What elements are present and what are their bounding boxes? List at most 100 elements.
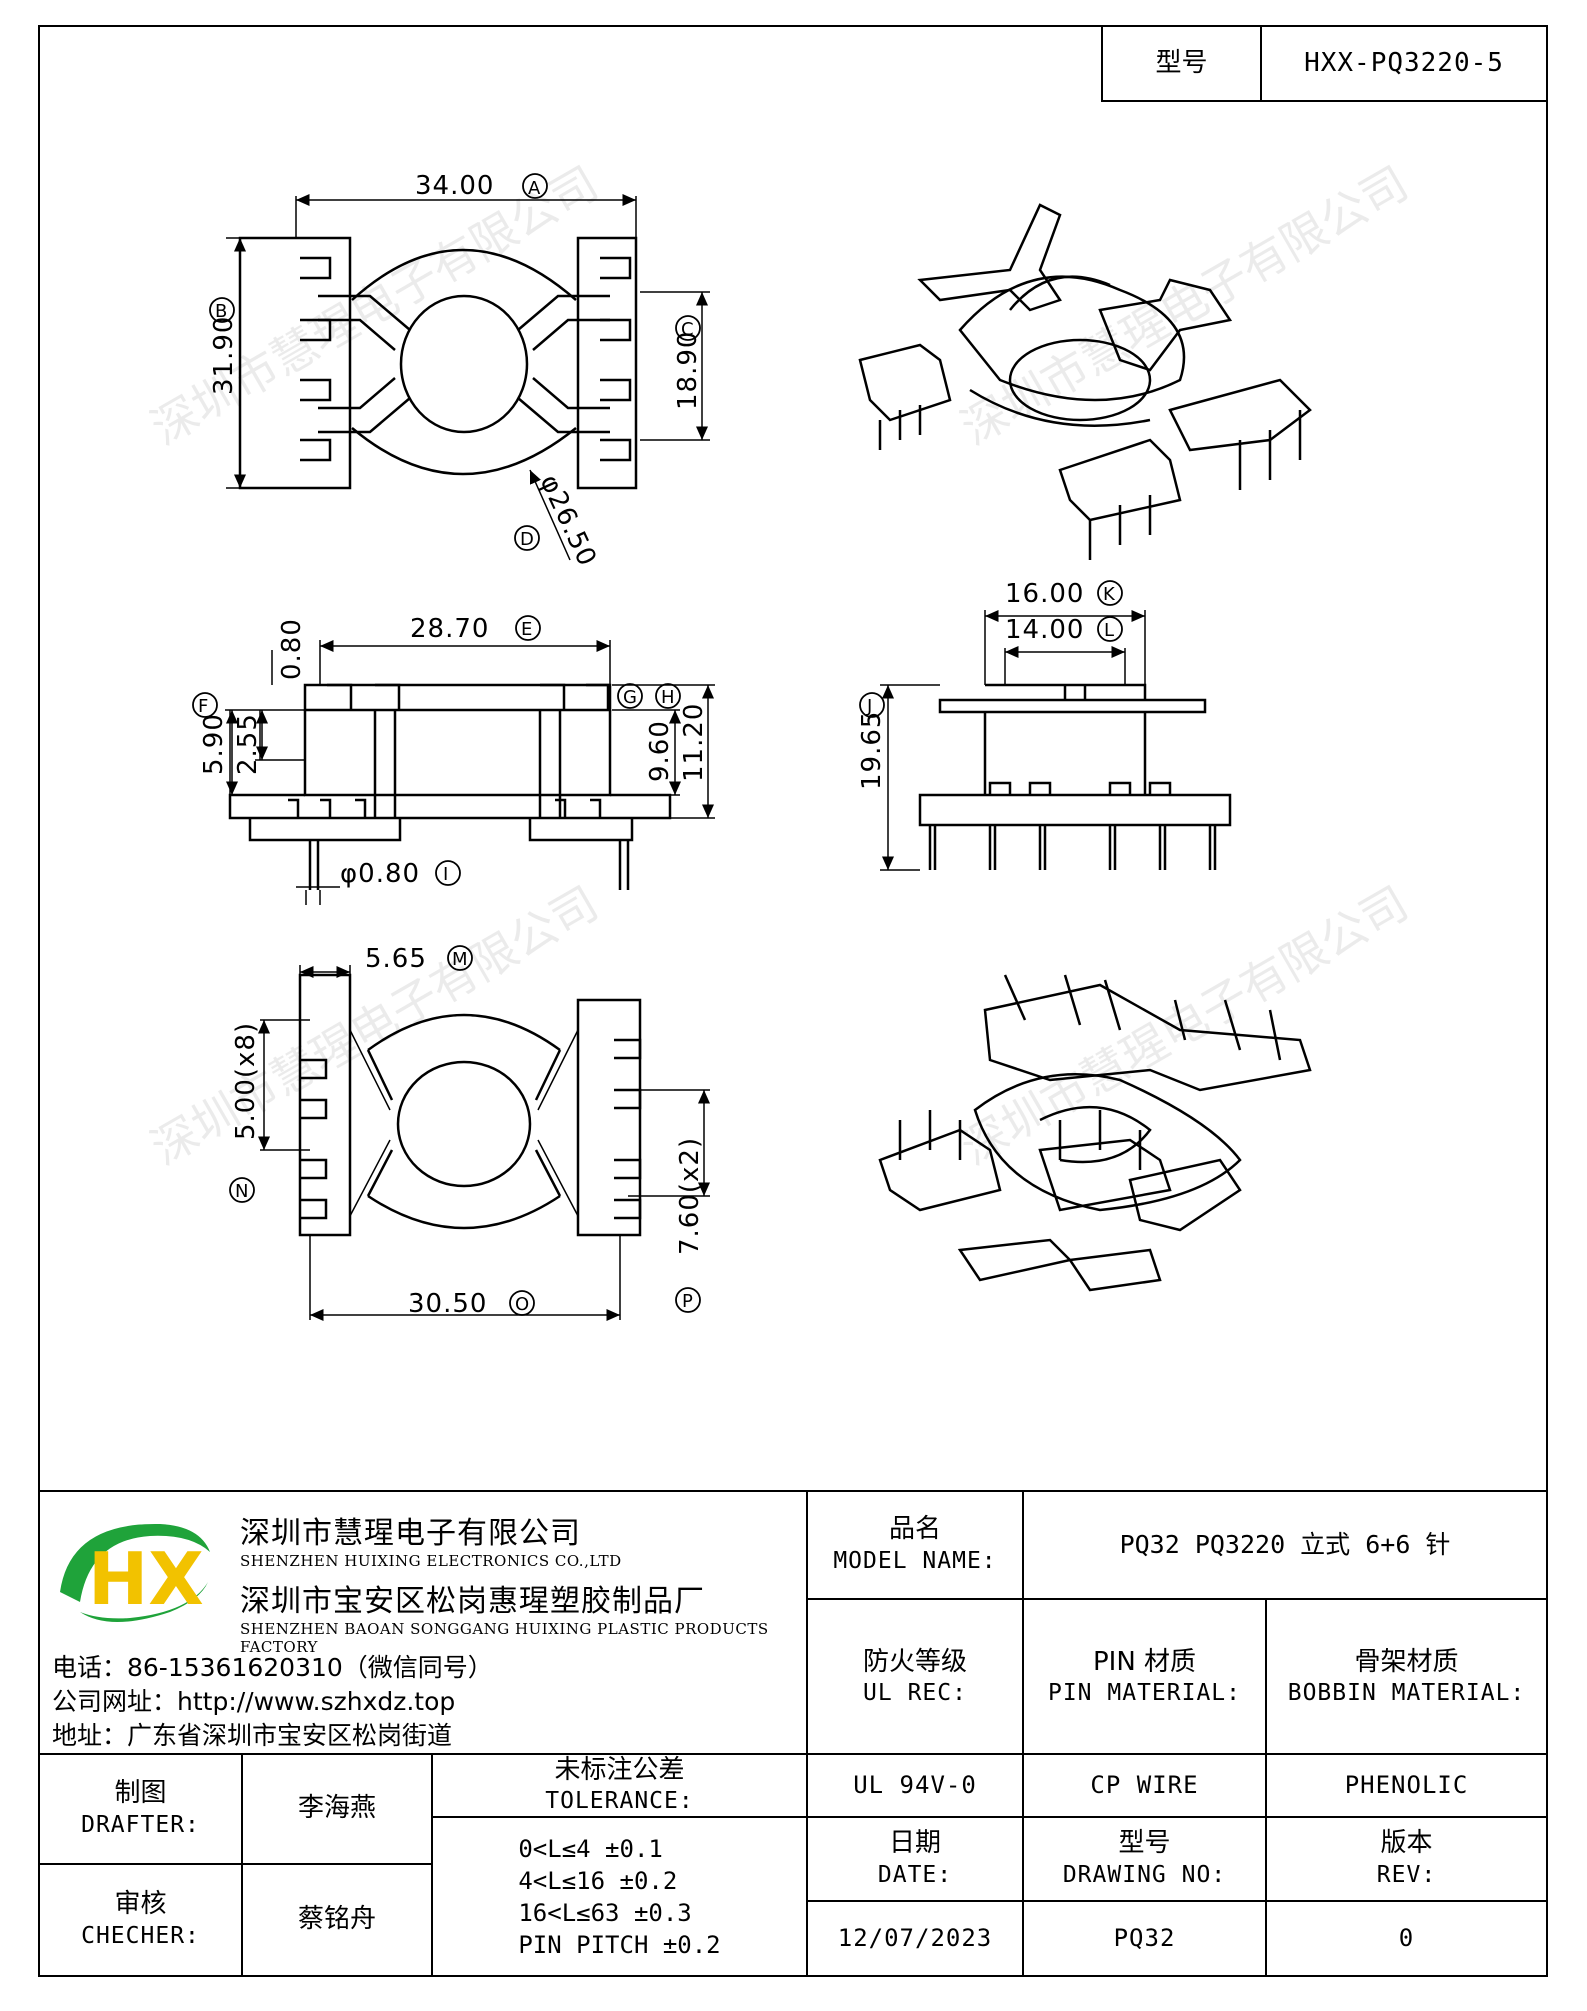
date-value: 12/07/2023 bbox=[837, 1923, 993, 1952]
company-phone: 电话：86-15361620310（微信同号） bbox=[52, 1653, 493, 1682]
rev-value: 0 bbox=[1398, 1923, 1415, 1952]
marker-f: F bbox=[198, 696, 208, 717]
checker-value-cell: 蔡铭舟 bbox=[241, 1863, 433, 1977]
date-en: DATE: bbox=[877, 1861, 953, 1888]
model-label-cell: 型号 bbox=[1101, 25, 1262, 102]
dim-o-value: 30.50 bbox=[408, 1289, 487, 1319]
company-website: 公司网址：http://www.szhxdz.top bbox=[52, 1687, 456, 1716]
rev-value-cell: 0 bbox=[1265, 1900, 1548, 1977]
dim-l-value: 14.00 bbox=[1005, 615, 1084, 645]
company-name-cn: 深圳市慧瑆电子有限公司 bbox=[240, 1516, 581, 1551]
dim-d-value: φ26.50 bbox=[534, 470, 602, 571]
drafter-label-cell: 制图 DRAFTER: bbox=[38, 1753, 243, 1865]
tolerance-line: 4<L≤16 ±0.2 bbox=[518, 1866, 678, 1895]
ul-value: UL 94V-0 bbox=[853, 1770, 977, 1799]
bobbin-en: BOBBIN MATERIAL: bbox=[1287, 1680, 1526, 1707]
dim-p-value: 7.60(x2) bbox=[675, 1137, 705, 1255]
marker-b: B bbox=[215, 301, 227, 322]
marker-e: E bbox=[521, 619, 532, 640]
technical-drawing: 34.00 A 31.90 B 18.90 C φ26.50 D 28.70 E… bbox=[192, 171, 1312, 1321]
marker-g: G bbox=[623, 687, 637, 708]
marker-d: D bbox=[520, 529, 534, 550]
company-logo: HX bbox=[60, 1523, 210, 1622]
drawing-no-label-cell: 型号 DRAWING NO: bbox=[1022, 1816, 1267, 1902]
tolerance-label-cell: 未标注公差 TOLERANCE: bbox=[431, 1753, 808, 1818]
pin-en: PIN MATERIAL: bbox=[1047, 1680, 1241, 1707]
pin-value-cell: CP WIRE bbox=[1022, 1753, 1267, 1818]
checker-label-cell: 审核 CHECHER: bbox=[38, 1863, 243, 1977]
marker-m: M bbox=[452, 949, 468, 970]
dim-i-value: φ0.80 bbox=[340, 859, 420, 889]
marker-l: L bbox=[1104, 620, 1114, 641]
drawing-no-value-cell: PQ32 bbox=[1022, 1900, 1267, 1977]
dim-n-value: 5.00(x8) bbox=[231, 1022, 261, 1140]
model-name-value-cell: PQ32 PQ3220 立式 6+6 针 bbox=[1022, 1490, 1548, 1600]
bobbin-value: PHENOLIC bbox=[1344, 1770, 1469, 1799]
dim-a-value: 34.00 bbox=[415, 171, 494, 201]
dim-f-value: 5.90 bbox=[199, 713, 229, 775]
marker-c: C bbox=[681, 319, 694, 340]
factory-name-cn: 深圳市宝安区松岗惠瑆塑胶制品厂 bbox=[240, 1584, 705, 1619]
marker-h: H bbox=[661, 687, 675, 708]
front-view bbox=[225, 640, 715, 905]
date-label-cell: 日期 DATE: bbox=[806, 1816, 1024, 1902]
top-view bbox=[226, 194, 710, 561]
tolerance-values-cell: 0<L≤4 ±0.1 4<L≤16 ±0.2 16<L≤63 ±0.3 PIN … bbox=[431, 1816, 808, 1977]
marker-k: K bbox=[1103, 584, 1116, 605]
tolerance-line: 0<L≤4 ±0.1 bbox=[518, 1834, 663, 1863]
ul-value-cell: UL 94V-0 bbox=[806, 1753, 1024, 1818]
drawing-no-value: PQ32 bbox=[1113, 1923, 1176, 1952]
bobbin-value-cell: PHENOLIC bbox=[1265, 1753, 1548, 1818]
model-name-cn: 品名 bbox=[888, 1514, 941, 1545]
model-label: 型号 bbox=[1155, 47, 1208, 78]
date-value-cell: 12/07/2023 bbox=[806, 1900, 1024, 1977]
tolerance-line: PIN PITCH ±0.2 bbox=[518, 1930, 721, 1959]
dim-h2-value: 9.60 bbox=[645, 720, 675, 782]
rev-en: REV: bbox=[1376, 1861, 1437, 1888]
marker-j: J bbox=[866, 696, 872, 717]
dim-b-value: 31.90 bbox=[209, 316, 239, 395]
model-name-en: MODEL NAME: bbox=[833, 1547, 997, 1574]
bottom-view bbox=[258, 965, 710, 1321]
tolerance-line: 16<L≤63 ±0.3 bbox=[518, 1898, 692, 1927]
logo-text: HX bbox=[88, 1537, 204, 1621]
ul-en: UL REC: bbox=[863, 1680, 967, 1707]
drafter-value: 李海燕 bbox=[297, 1793, 376, 1824]
drawing-cn: 型号 bbox=[1118, 1828, 1171, 1859]
model-name-label-cell: 品名 MODEL NAME: bbox=[806, 1490, 1024, 1600]
dim-e-value: 28.70 bbox=[410, 614, 489, 644]
bobbin-material-label-cell: 骨架材质 BOBBIN MATERIAL: bbox=[1265, 1598, 1548, 1757]
side-view bbox=[880, 610, 1232, 871]
company-address: 地址：广东省深圳市宝安区松岗街道 bbox=[52, 1721, 453, 1750]
isometric-view-top bbox=[858, 203, 1312, 560]
company-panel: HX 深圳市慧瑆电子有限公司 SHENZHEN HUIXING ELECTRON… bbox=[38, 1490, 808, 1755]
marker-n: N bbox=[235, 1181, 248, 1202]
drafter-cn: 制图 bbox=[114, 1778, 167, 1809]
checker-cn: 审核 bbox=[114, 1889, 167, 1920]
drafter-value-cell: 李海燕 bbox=[241, 1753, 433, 1865]
marker-o: O bbox=[515, 1294, 529, 1315]
pin-material-label-cell: PIN 材质 PIN MATERIAL: bbox=[1022, 1598, 1267, 1757]
checker-value: 蔡铭舟 bbox=[297, 1904, 376, 1935]
ul-label-cell: 防火等级 UL REC: bbox=[806, 1598, 1024, 1757]
marker-p: P bbox=[682, 1291, 693, 1312]
pin-cn: PIN 材质 bbox=[1092, 1646, 1197, 1677]
tolerance-en: TOLERANCE: bbox=[545, 1788, 694, 1815]
model-value: HXX-PQ3220-5 bbox=[1304, 47, 1504, 78]
dim-f2-value: 2.55 bbox=[233, 713, 263, 775]
date-cn: 日期 bbox=[888, 1828, 941, 1859]
dim-m-value: 5.65 bbox=[365, 944, 427, 974]
dim-g-value: 0.80 bbox=[277, 618, 307, 680]
model-value-cell: HXX-PQ3220-5 bbox=[1260, 25, 1548, 102]
drafter-en: DRAFTER: bbox=[81, 1811, 200, 1838]
dim-c-value: 18.90 bbox=[673, 331, 703, 410]
rev-label-cell: 版本 REV: bbox=[1265, 1816, 1548, 1902]
dim-k-value: 16.00 bbox=[1005, 579, 1084, 609]
drawing-en: DRAWING NO: bbox=[1062, 1861, 1227, 1888]
pin-value: CP WIRE bbox=[1090, 1770, 1199, 1799]
rev-cn: 版本 bbox=[1380, 1828, 1433, 1859]
marker-i: I bbox=[443, 864, 448, 885]
checker-en: CHECHER: bbox=[81, 1922, 200, 1949]
dim-h-value: 11.20 bbox=[679, 703, 709, 782]
dim-j-value: 19.65 bbox=[857, 711, 887, 790]
